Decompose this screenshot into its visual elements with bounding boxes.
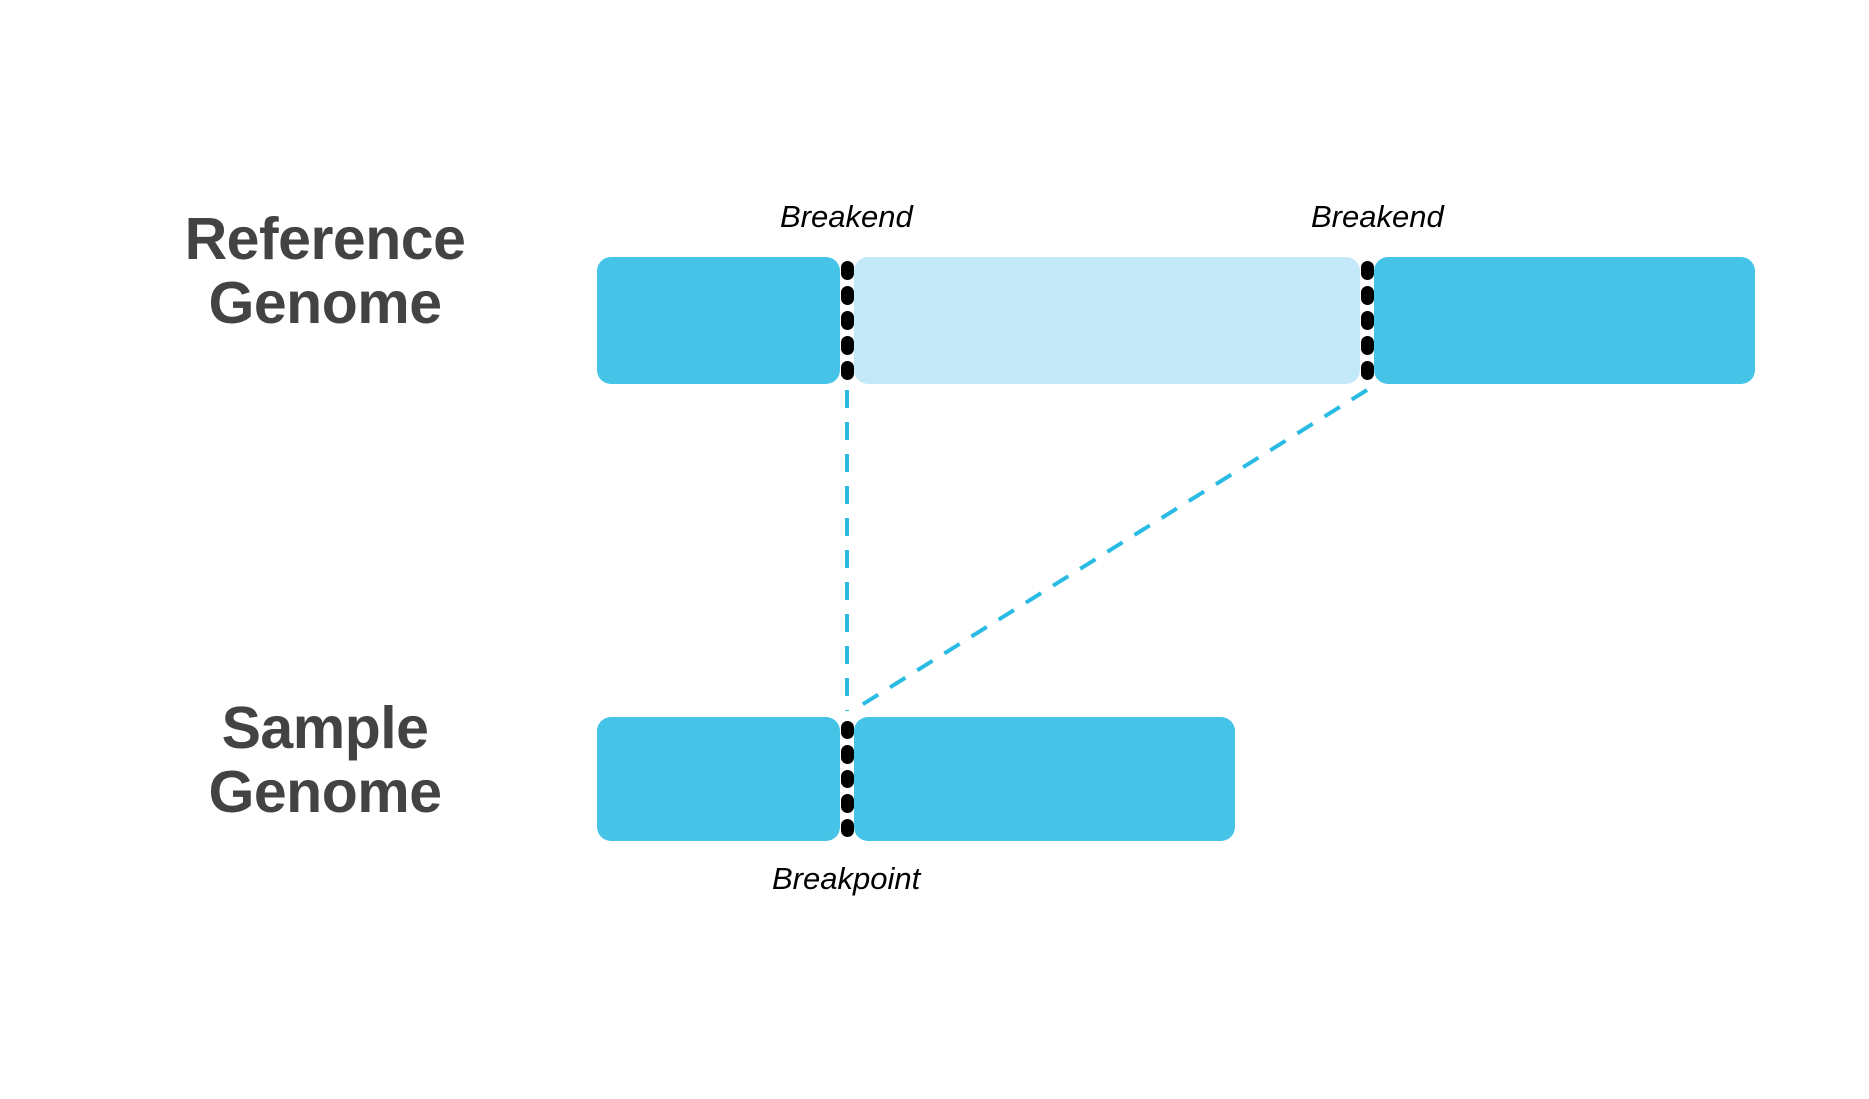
marker-dash xyxy=(841,745,854,764)
marker-dash xyxy=(841,336,854,355)
marker-dash xyxy=(841,721,854,740)
breakend-marker-right xyxy=(1361,261,1374,380)
connector-right-breakend-to-breakpoint xyxy=(850,388,1369,713)
reference-segment-right xyxy=(1374,257,1755,384)
marker-dash xyxy=(841,286,854,305)
breakpoint-marker xyxy=(841,721,854,837)
reference-genome-label: Reference Genome xyxy=(184,206,466,336)
marker-dash xyxy=(1361,261,1374,280)
reference-segment-middle xyxy=(854,257,1360,384)
breakpoint-label: Breakpoint xyxy=(772,861,921,896)
reference-segment-left xyxy=(597,257,840,384)
marker-dash xyxy=(1361,286,1374,305)
marker-dash xyxy=(841,311,854,330)
marker-dash xyxy=(1361,361,1374,380)
marker-dash xyxy=(841,361,854,380)
marker-dash xyxy=(1361,311,1374,330)
marker-dash xyxy=(1361,336,1374,355)
breakend-marker-left xyxy=(841,261,854,380)
marker-dash xyxy=(841,769,854,789)
sample-segment-left xyxy=(597,717,840,841)
breakend-right-label: Breakend xyxy=(1311,199,1444,234)
sample-segment-right xyxy=(854,717,1235,841)
marker-dash xyxy=(841,261,854,280)
breakend-left-label: Breakend xyxy=(780,199,913,234)
marker-dash xyxy=(841,794,854,813)
sample-genome-label: Sample Genome xyxy=(208,695,442,825)
marker-dash xyxy=(841,818,854,837)
